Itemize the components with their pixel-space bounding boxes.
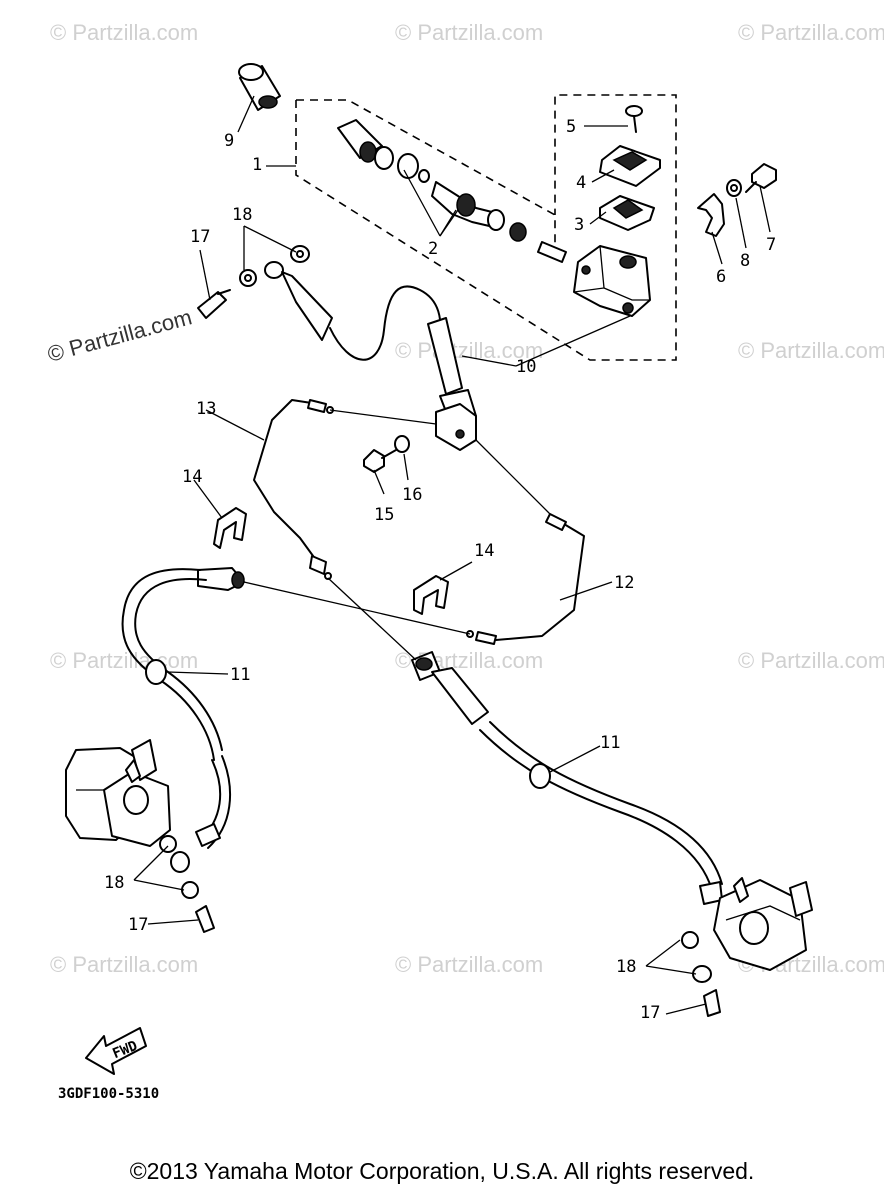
- callout-numbers: 9 1 2 5 4 3 6 8 7 10 18 17 13 14 14 12 1…: [104, 117, 776, 1023]
- callout-18-left: 18: [104, 873, 124, 893]
- watermarks: © Partzilla.com © Partzilla.com © Partzi…: [45, 20, 884, 977]
- master-cylinder-body: [573, 245, 651, 317]
- caliper-right: [681, 877, 813, 983]
- callout-7: 7: [766, 235, 776, 255]
- caliper-left: [65, 739, 177, 853]
- part-11-hose-right: [431, 667, 723, 905]
- part-10-hose: [264, 261, 477, 423]
- part-5-screw: [625, 105, 643, 133]
- callout-17-top: 17: [190, 227, 210, 247]
- part-2-piston-kit: [337, 119, 567, 263]
- callout-10: 10: [516, 357, 536, 377]
- callout-11-right: 11: [600, 733, 620, 753]
- callout-5: 5: [566, 117, 576, 137]
- part-8-washer: [726, 179, 742, 197]
- part-16-washer: [394, 435, 410, 453]
- part-12-brake-pipe: [466, 513, 585, 645]
- watermark: © Partzilla.com: [395, 952, 543, 977]
- brake-joint-block: [435, 403, 477, 451]
- diagram-code: 3GDF100-5310: [58, 1086, 159, 1102]
- callout-15: 15: [374, 505, 394, 525]
- fwd-arrow: FWD: [85, 1027, 147, 1075]
- callout-16: 16: [402, 485, 422, 505]
- part-7-bolt: [745, 163, 777, 193]
- part-17-bolt-left: [195, 905, 215, 933]
- copyright-notice: ©2013 Yamaha Motor Corporation, U.S.A. A…: [129, 1158, 755, 1184]
- callout-9: 9: [224, 131, 234, 151]
- callout-14-right: 14: [474, 541, 494, 561]
- watermark: © Partzilla.com: [395, 20, 543, 45]
- watermark: © Partzilla.com: [738, 338, 884, 363]
- part-3-diaphragm: [599, 195, 655, 231]
- leader-lines: [133, 95, 771, 1015]
- part-15-bolt: [363, 449, 397, 473]
- callout-8: 8: [740, 251, 750, 271]
- part-18-washer-left: [181, 881, 199, 899]
- watermark: © Partzilla.com: [45, 304, 195, 367]
- connection-lines: [243, 409, 551, 661]
- callout-17-left: 17: [128, 915, 148, 935]
- part-17-union-bolt-top: [197, 289, 231, 319]
- part-17-bolt-right: [703, 989, 721, 1017]
- watermark: © Partzilla.com: [50, 952, 198, 977]
- callout-11-left: 11: [230, 665, 250, 685]
- watermark: © Partzilla.com: [738, 648, 884, 673]
- callout-1: 1: [252, 155, 262, 175]
- watermark: © Partzilla.com: [50, 20, 198, 45]
- part-18-washers-top: [239, 245, 310, 287]
- callout-14-left: 14: [182, 467, 202, 487]
- part-13-brake-pipe: [253, 399, 334, 580]
- part-4-cover: [599, 145, 661, 187]
- callout-18-top: 18: [232, 205, 252, 225]
- part-6-clamp: [697, 193, 725, 237]
- part-9-boot: [238, 63, 281, 111]
- callout-12: 12: [614, 573, 634, 593]
- callout-17-right: 17: [640, 1003, 660, 1023]
- watermark: © Partzilla.com: [395, 338, 543, 363]
- part-11-hose-left: [121, 568, 232, 873]
- callout-2: 2: [428, 239, 438, 259]
- callout-6: 6: [716, 267, 726, 287]
- kit-outlines: [295, 94, 677, 361]
- callout-13: 13: [196, 399, 216, 419]
- callout-3: 3: [574, 215, 584, 235]
- part-14-clip-right: [413, 575, 449, 615]
- callout-18-right: 18: [616, 957, 636, 977]
- callout-4: 4: [576, 173, 586, 193]
- watermark: © Partzilla.com: [50, 648, 198, 673]
- watermark: © Partzilla.com: [738, 20, 884, 45]
